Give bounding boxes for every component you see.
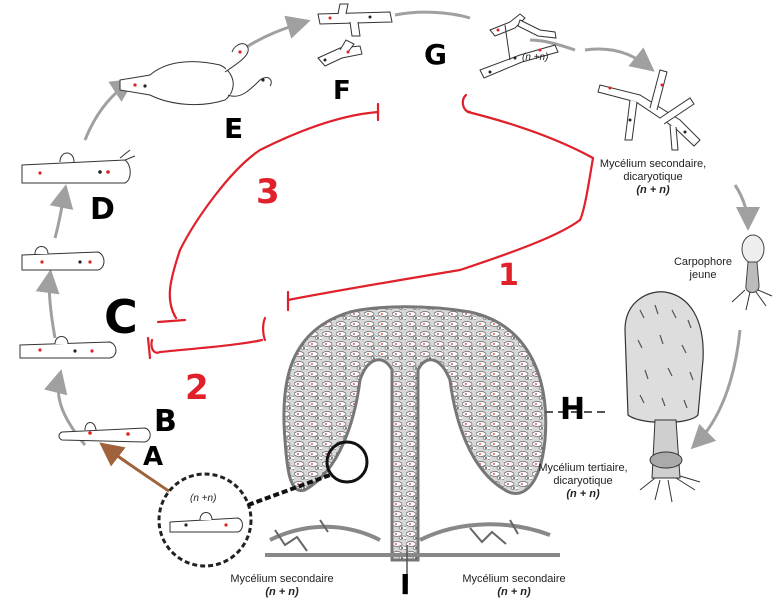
annotation-path-1: 1 xyxy=(498,258,519,293)
gill-section xyxy=(265,305,560,562)
entry-arrow xyxy=(99,442,171,494)
annotation-path-3: 3 xyxy=(256,172,280,212)
annotation-d: D xyxy=(90,192,115,227)
label-secondary-mycelium-left: Mycélium secondaire (n + n) xyxy=(230,573,334,598)
annotation-a: A xyxy=(143,442,164,472)
inset-cell xyxy=(169,512,243,533)
secondary-mycelium-sketch xyxy=(597,69,701,151)
annotation-i: I xyxy=(400,568,411,600)
cycle-arrows xyxy=(35,10,760,450)
stage-f-hyphae xyxy=(317,3,393,67)
stage-e-cell xyxy=(119,43,272,105)
stage-c2-cell xyxy=(21,246,105,271)
annotation-h: H xyxy=(560,392,586,427)
zoom-circle xyxy=(325,440,369,484)
annotation-path-2: 2 xyxy=(185,368,209,408)
path-1-line xyxy=(286,156,595,302)
label-young-carpophore: Carpophore jeune xyxy=(673,256,733,281)
label-secondary-mycelium-top: Mycélium secondaire, dicaryotique (n + n… xyxy=(599,158,707,196)
annotation-b: B xyxy=(154,404,177,439)
stage-b-cell xyxy=(58,422,151,443)
path-3-line xyxy=(168,110,380,320)
stage-g-hyphae xyxy=(479,13,559,79)
stage-d-cell xyxy=(21,149,136,184)
path-2-line xyxy=(150,338,264,354)
annotation-f: F xyxy=(333,76,351,106)
path-1-top xyxy=(466,110,595,160)
mature-carpophore xyxy=(624,291,704,503)
label-tertiary-mycelium: Mycélium tertiaire, dicaryotique (n + n) xyxy=(538,462,628,500)
label-inset-ploidy: (n +n) xyxy=(190,493,217,504)
annotation-g: G xyxy=(424,38,447,71)
annotation-c: C xyxy=(104,290,138,344)
zoom-line xyxy=(247,473,331,507)
label-secondary-mycelium-right: Mycélium secondaire (n + n) xyxy=(462,573,566,598)
stage-c-cell xyxy=(19,336,117,359)
red-paths xyxy=(146,93,595,360)
label-g-ploidy: (n +n) xyxy=(522,52,549,63)
annotation-e: E xyxy=(224,112,244,145)
young-carpophore xyxy=(731,234,773,311)
